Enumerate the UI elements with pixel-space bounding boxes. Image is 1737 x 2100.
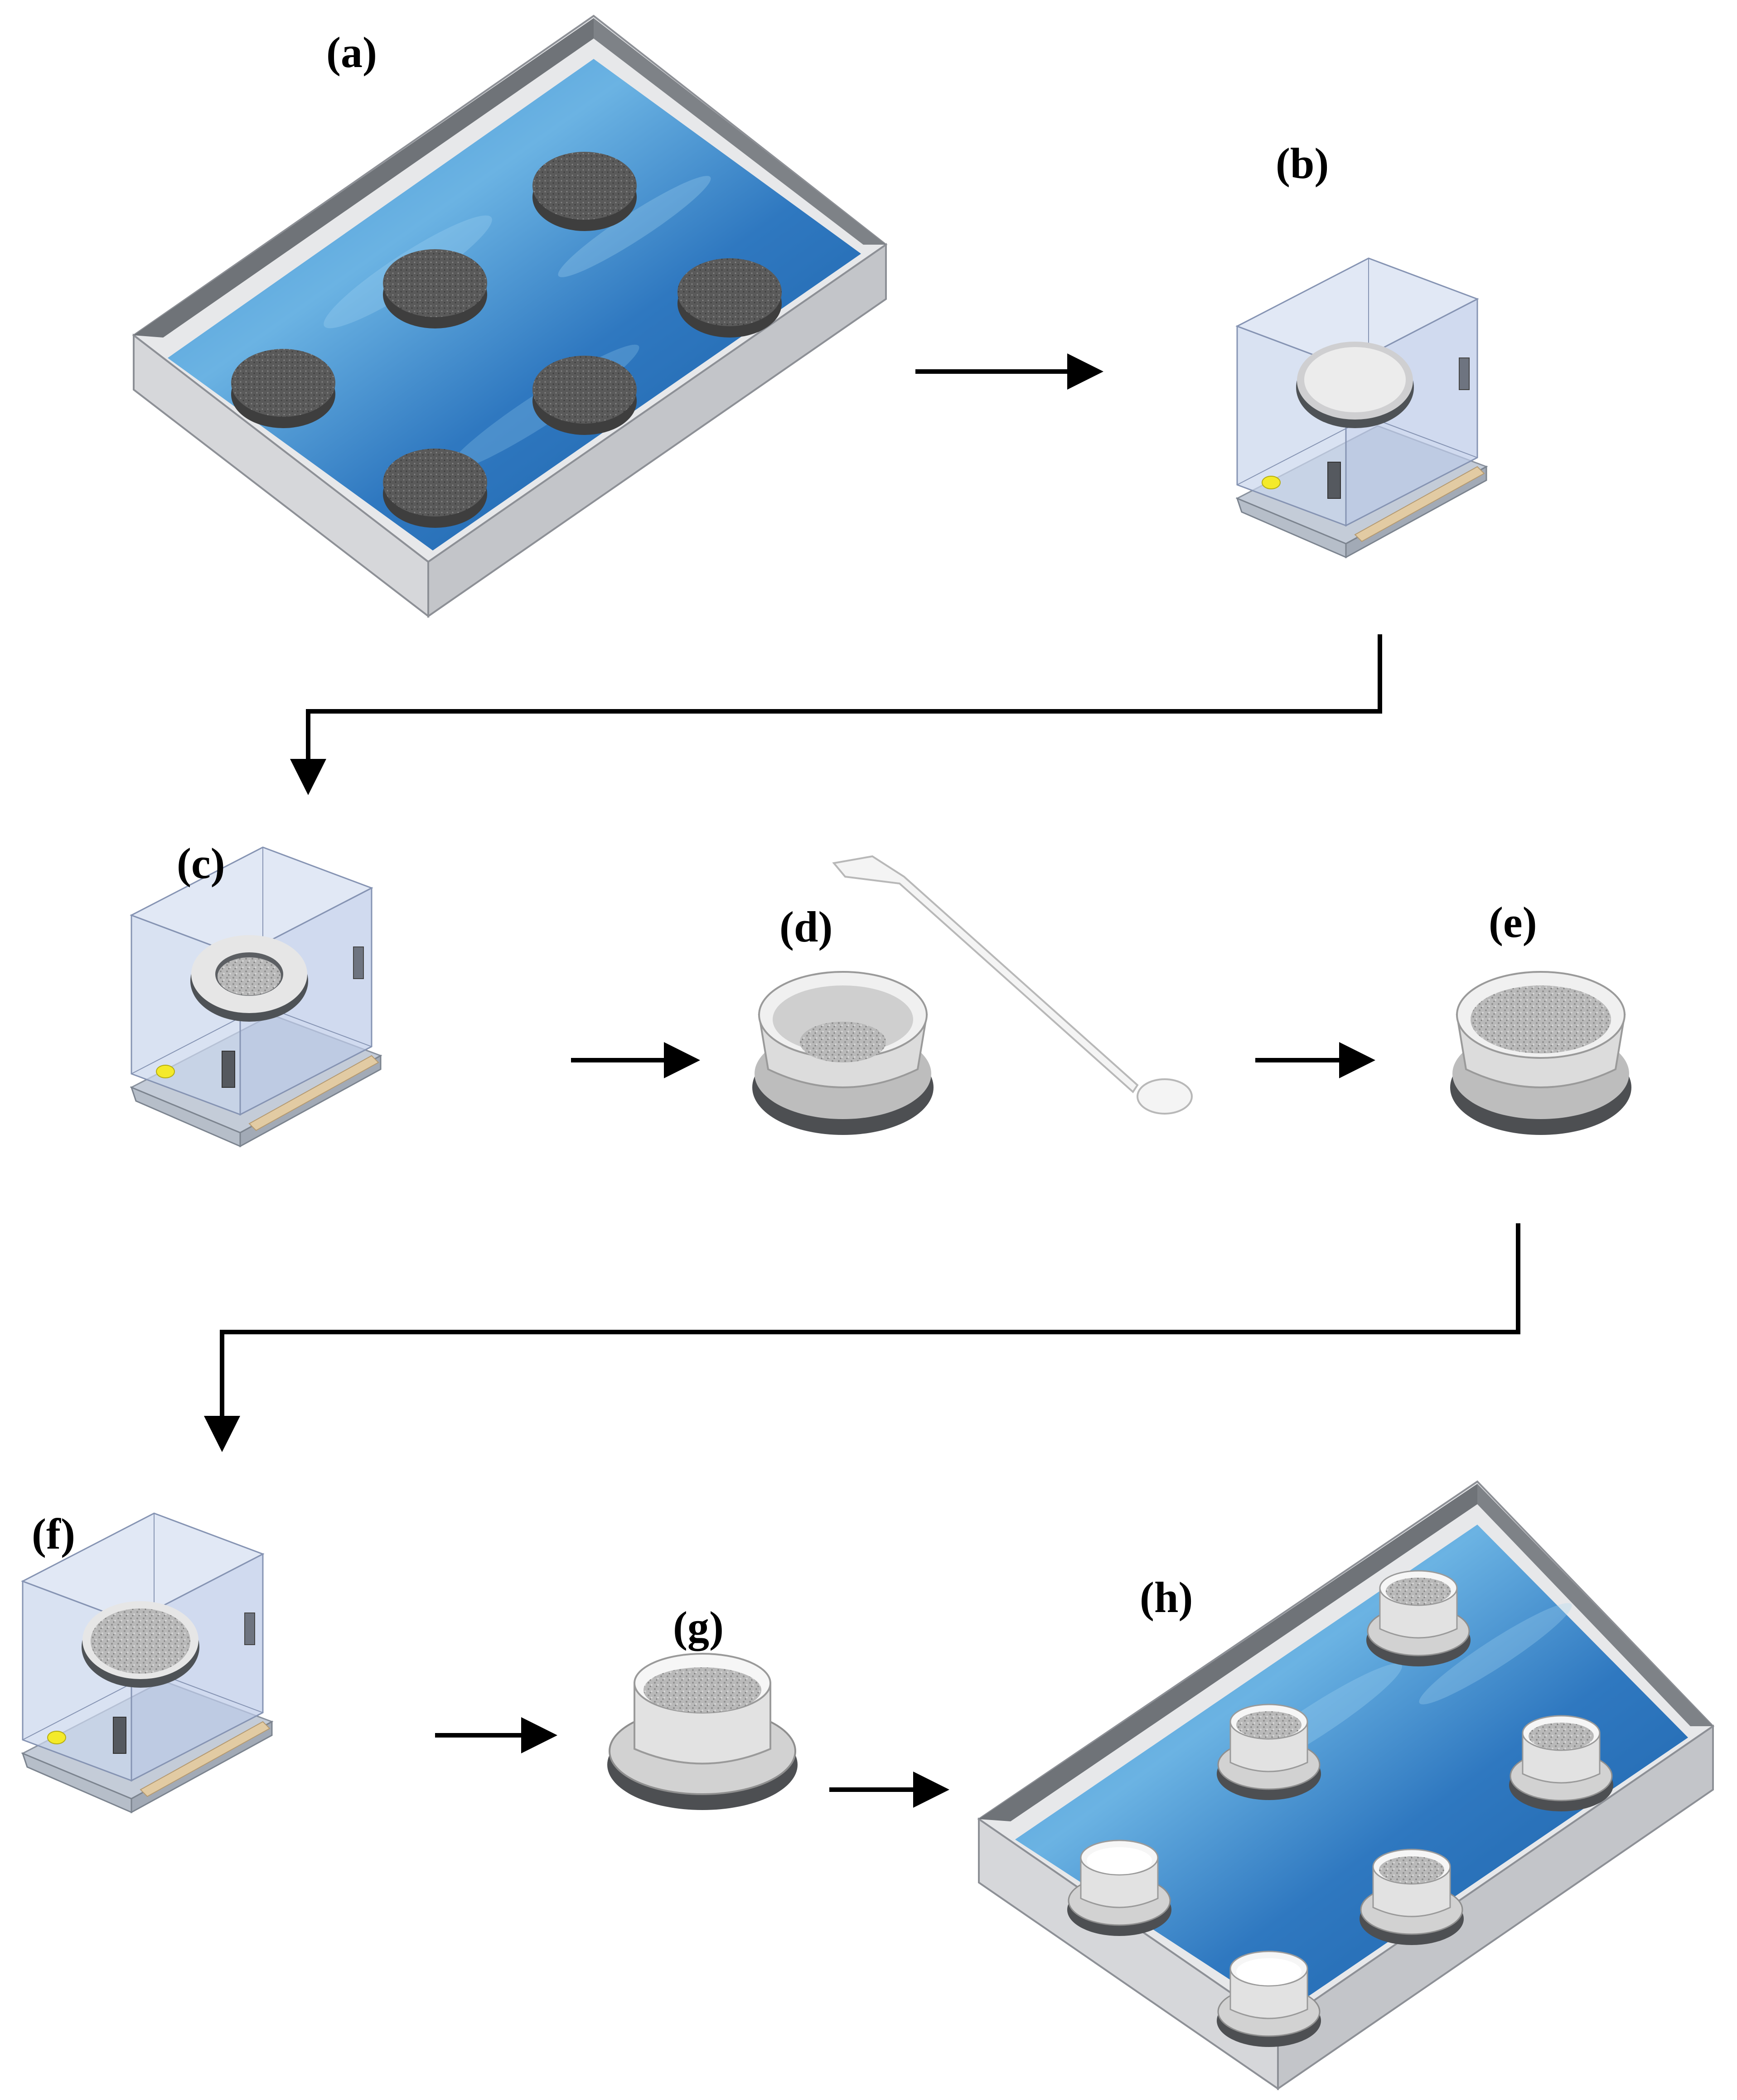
panel-label-h: (h) <box>1140 1573 1193 1622</box>
panel-e-cup-filled <box>1450 971 1631 1135</box>
panel-g-sample-cup <box>607 1653 798 1810</box>
panel-label-a: (a) <box>326 28 377 77</box>
panel-a-water-tray <box>132 14 888 618</box>
panel-b-balance-empty-ring <box>1236 257 1487 558</box>
panel-label-f: (f) <box>32 1510 75 1558</box>
spatula <box>832 855 1193 1115</box>
panel-label-c: (c) <box>177 839 225 888</box>
panel-c-balance-ring-sample <box>131 846 382 1147</box>
arrow-b-to-c <box>290 634 1382 795</box>
panel-label-g: (g) <box>673 1603 724 1651</box>
tray-cups <box>1067 1570 1613 2047</box>
flow-arrows <box>204 353 1520 1808</box>
panel-label-d: (d) <box>779 903 833 951</box>
panel-label-e: (e) <box>1489 898 1537 946</box>
panel-d-cup-spatula <box>752 855 1193 1135</box>
panel-f-balance-filled-ring <box>22 1512 273 1813</box>
arrow-e-to-f <box>204 1223 1520 1452</box>
panel-label-b: (b) <box>1276 139 1329 188</box>
panel-h-water-tray-cups <box>977 1480 1715 2090</box>
specimen-discs <box>231 152 782 528</box>
